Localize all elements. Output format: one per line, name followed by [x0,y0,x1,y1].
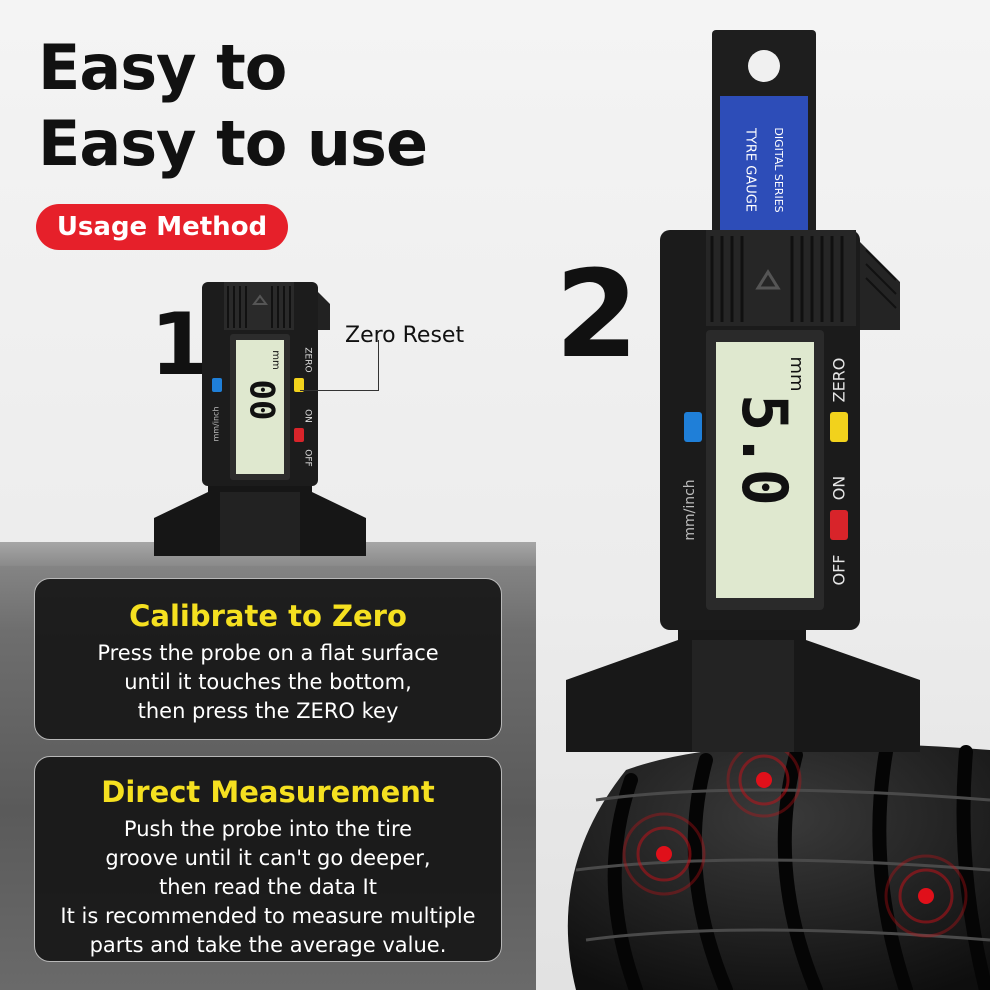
large-gauge-unit: mm [786,356,807,391]
headline-line-1: Easy to [38,31,287,104]
small-on-label: ON [303,409,313,423]
probe-label-1: TYRE GAUGE [743,127,758,212]
measurement-line-3: then read the data It [159,875,377,899]
zero-reset-callout: Zero Reset [345,323,465,348]
large-on-label: ON [830,476,849,501]
large-zero-button[interactable] [830,412,848,442]
small-gauge-reading: 00 [242,380,282,421]
small-unit-button[interactable] [212,378,222,392]
measurement-line-1: Push the probe into the tire [123,817,413,841]
measure-marker-3 [884,854,968,938]
small-zero-button[interactable] [294,378,304,392]
calibrate-line-2: until it touches the bottom, [124,670,412,694]
probe-label-2: DIGITAL SERIES [772,127,785,212]
large-gauge-illustration: TYRE GAUGE DIGITAL SERIES 5.0 mm ZERO ON… [566,30,920,752]
large-unit-button[interactable] [684,412,702,442]
measurement-text: Push the probe into the tire groove unti… [35,815,501,960]
measurement-line-5: parts and take the average value. [89,933,447,957]
calibrate-title: Calibrate to Zero [129,599,407,633]
zero-reset-leader-line [300,340,379,391]
small-off-button[interactable] [294,428,304,442]
large-off-label: OFF [830,555,849,586]
measurement-title: Direct Measurement [101,775,435,809]
large-zero-label: ZERO [830,358,849,403]
headline: Easy to Easy to use [38,30,428,182]
small-zero-label: ZERO [303,347,313,372]
usage-method-badge: Usage Method [36,204,288,250]
step-number-2: 2 [555,246,639,385]
measurement-line-2: groove until it can't go deeper, [105,846,431,870]
measurement-line-4: It is recommended to measure multiple [60,904,476,928]
calibrate-line-1: Press the probe on a flat surface [97,641,439,665]
large-side-text: mm/inch [682,479,698,540]
measure-marker-2 [622,812,706,896]
calibrate-card: Calibrate to Zero Press the probe on a f… [34,578,502,740]
small-gauge-unit: mm [270,350,281,369]
large-gauge-reading: 5.0 [728,394,801,506]
small-side-text: mm/inch [212,406,221,441]
headline-line-2: Easy to use [38,107,428,180]
tire-illustration [567,742,990,990]
small-off-label: OFF [303,449,313,466]
calibrate-text: Press the probe on a flat surface until … [35,639,501,726]
calibrate-line-3: then press the ZERO key [137,699,399,723]
small-gauge-illustration: 00 mm ZERO ON OFF mm/inch [154,282,366,556]
step-number-1: 1 [150,295,210,395]
measurement-card: Direct Measurement Push the probe into t… [34,756,502,962]
large-off-button[interactable] [830,510,848,540]
